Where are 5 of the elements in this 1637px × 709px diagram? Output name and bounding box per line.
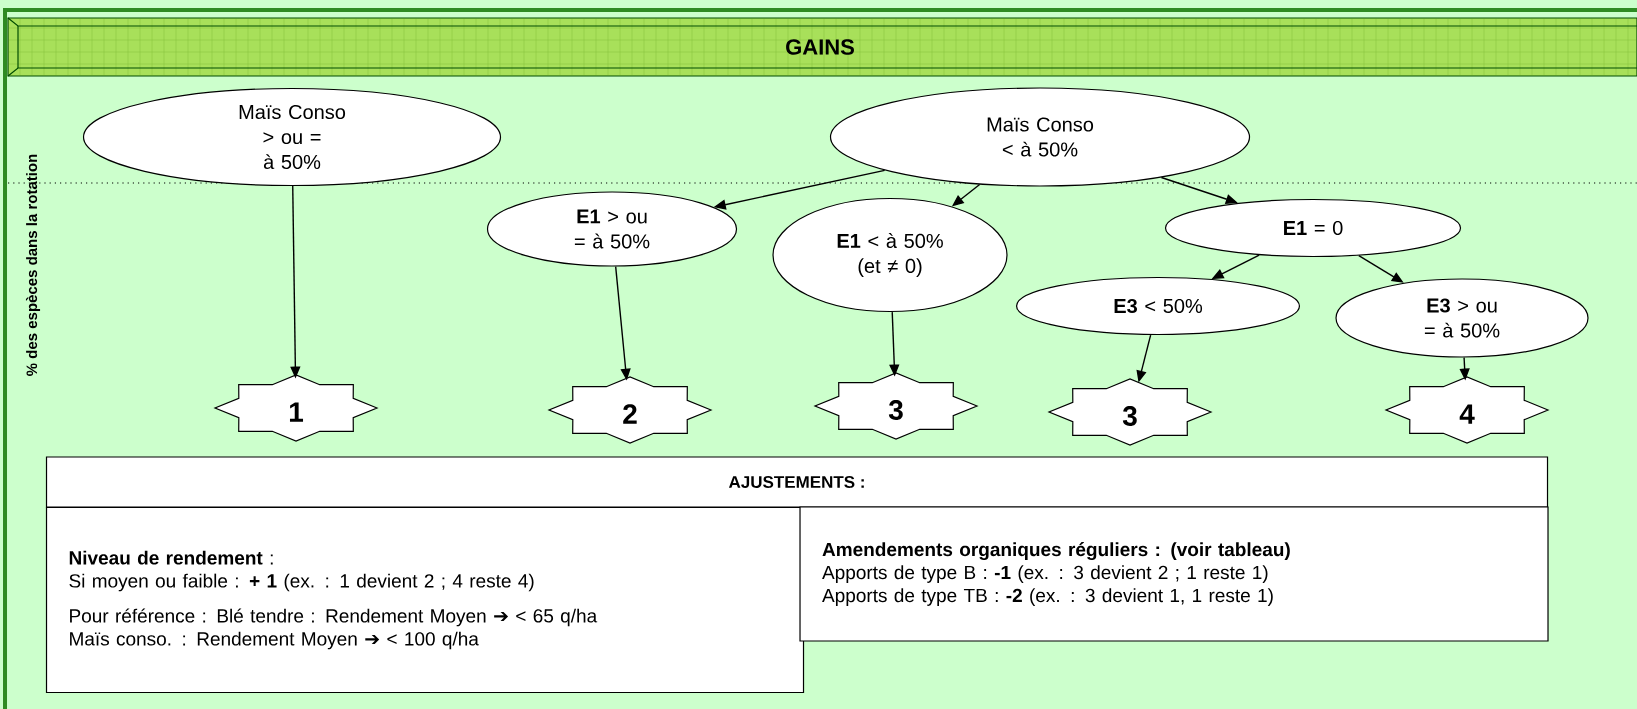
vertical-label: % des espèces dans la rotation	[25, 154, 41, 376]
header-box: AJUSTEMENTS :	[45, 456, 1549, 508]
text-box: Niveau de rendement : Si moyen ou faible : + 1 (ex. : 1 devient 2 ; 4 reste 4) Pour référence : Blé tendre : Rendement Moyen ➔ < 65 q/ha Maïs conso. : Rendement Moyen ➔ < 100 q/ha	[45, 506, 805, 694]
text-box: Amendements organiques réguliers : (voir tableau) Apports de type B : -1 (ex. : 3 devient 2 ; 1 reste 1) Apports de type TB : -2 (ex. : 3 devient 1, 1 reste 1)	[799, 506, 1549, 642]
title-band: GAINS	[7, 17, 1637, 77]
